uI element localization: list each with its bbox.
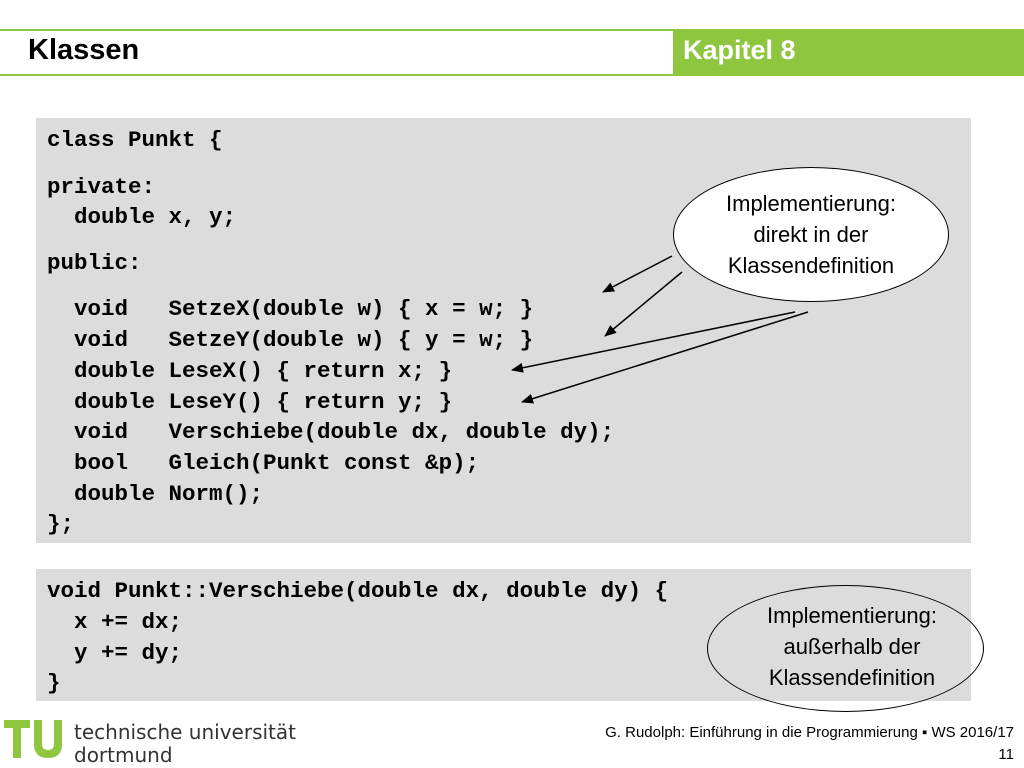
code-line: } xyxy=(47,670,61,696)
code-line: bool Gleich(Punkt const &p); xyxy=(47,450,480,476)
arrow-to-setzex xyxy=(602,255,673,293)
arrow-to-lesex xyxy=(511,311,796,373)
arrow-to-setzey xyxy=(604,271,683,337)
code-line: y += dy; xyxy=(47,640,183,666)
annotation-line: Klassendefinition xyxy=(727,253,895,278)
code-line: double x, y; xyxy=(47,204,237,230)
code-line: void SetzeY(double w) { y = w; } xyxy=(47,327,534,353)
chapter-label: Kapitel 8 xyxy=(683,35,796,65)
annotation-line: Implementierung: xyxy=(726,191,896,216)
footer-info: G. Rudolph: Einführung in die Programmie… xyxy=(605,722,1014,766)
annotation-text-inside: Implementierung: direkt in der Klassende… xyxy=(673,188,949,281)
arrow-to-lesey xyxy=(521,311,809,404)
code-line: }; xyxy=(47,511,75,537)
code-line: void Punkt::Verschiebe(double dx, double… xyxy=(47,578,669,604)
chapter-badge: Kapitel 8 xyxy=(673,29,1024,74)
page-number: 11 xyxy=(998,746,1014,763)
header-top-line xyxy=(0,29,1024,31)
annotation-bubble-outside xyxy=(707,585,984,712)
code-line: void SetzeX(double w) { x = w; } xyxy=(47,296,534,322)
code-line: double Norm(); xyxy=(47,481,264,507)
annotation-line: außerhalb der xyxy=(783,634,921,659)
annotation-line: direkt in der xyxy=(753,222,869,247)
annotation-line: Implementierung: xyxy=(767,603,937,628)
tu-logo-icon xyxy=(4,720,62,758)
code-line: double LeseY() { return y; } xyxy=(47,389,453,415)
code-line: x += dx; xyxy=(47,609,183,635)
course-title: G. Rudolph: Einführung in die Programmie… xyxy=(605,724,1014,741)
annotation-text-outside: Implementierung: außerhalb der Klassende… xyxy=(707,600,997,693)
annotation-line: Klassendefinition xyxy=(768,665,936,690)
code-line: void Verschiebe(double dx, double dy); xyxy=(47,419,615,445)
university-line: dortmund xyxy=(74,743,173,767)
code-line: double LeseX() { return x; } xyxy=(47,358,453,384)
annotation-bubble-inside xyxy=(673,167,949,302)
code-line: public: xyxy=(47,250,142,276)
code-line: private: xyxy=(47,174,156,200)
university-line: technische universität xyxy=(74,720,296,744)
code-line: class Punkt { xyxy=(47,127,223,153)
university-name: technische universität dortmund xyxy=(74,721,296,767)
slide-title: Klassen xyxy=(28,34,140,66)
header-bottom-line xyxy=(0,74,1024,76)
